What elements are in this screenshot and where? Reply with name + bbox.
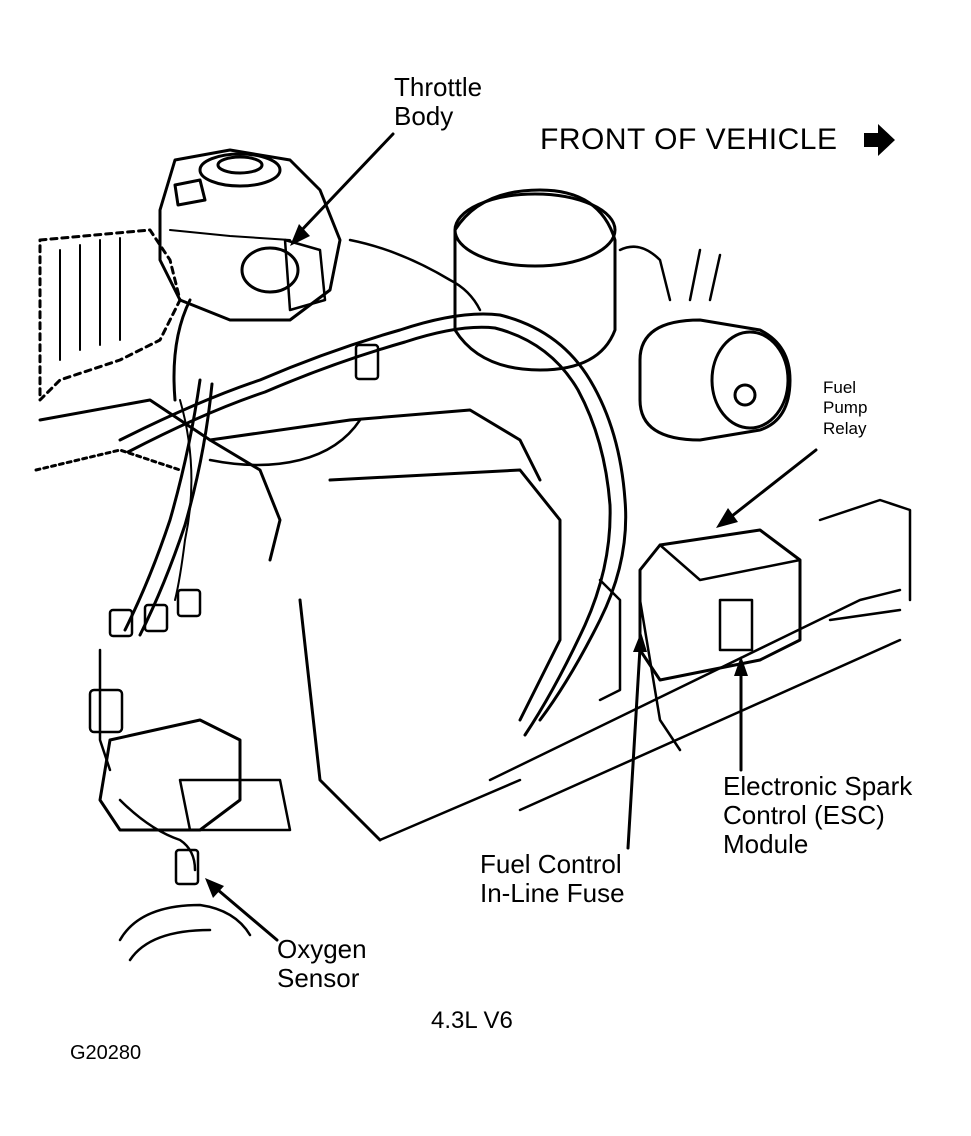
fuel-pump-relay-label: Fuel Pump Relay (823, 378, 867, 439)
throttle-body-label: Throttle Body (394, 72, 483, 132)
leader-lines (205, 132, 818, 942)
throttle-body-line-2: Body (394, 101, 454, 132)
wiring-harness (98, 238, 672, 872)
engine-block (34, 228, 562, 842)
fuel-pump-relay-line-2: Pump (823, 398, 868, 418)
esc-module-line-3: Module (723, 829, 809, 860)
front-of-vehicle-label: FRONT OF VEHICLE (540, 123, 838, 156)
throttle-body-line-1: Throttle (394, 72, 483, 102)
fuel-control-fuse-label: Fuel Control In-Line Fuse (480, 849, 625, 909)
esc-module-drawing (598, 528, 802, 752)
esc-module-line-1: Electronic Spark (723, 771, 913, 801)
oxygen-sensor-line-2: Sensor (277, 963, 360, 994)
esc-module-line-2: Control (ESC) (723, 800, 885, 831)
fuel-control-fuse-line-1: Fuel Control (480, 849, 622, 879)
fuel-pump-relay-drawing (638, 248, 792, 442)
alternator-drawing (453, 188, 617, 372)
fuel-pump-relay-line-1: Fuel (823, 378, 857, 397)
esc-module-label: Electronic Spark Control (ESC) Module (723, 771, 913, 860)
front-arrow-icon (864, 124, 895, 156)
bracket-exhaust (98, 718, 292, 962)
firewall (378, 498, 912, 842)
engine-caption: 4.3L V6 (431, 1007, 513, 1034)
oxygen-sensor-line-1: Oxygen (277, 934, 367, 964)
throttle-body-drawing (158, 148, 342, 322)
oxygen-sensor-label: Oxygen Sensor (277, 934, 367, 994)
figure-code: G20280 (70, 1042, 142, 1064)
fuel-control-fuse-line-2: In-Line Fuse (480, 878, 625, 909)
connectors (88, 343, 380, 886)
fuel-pump-relay-line-3: Relay (823, 418, 867, 438)
